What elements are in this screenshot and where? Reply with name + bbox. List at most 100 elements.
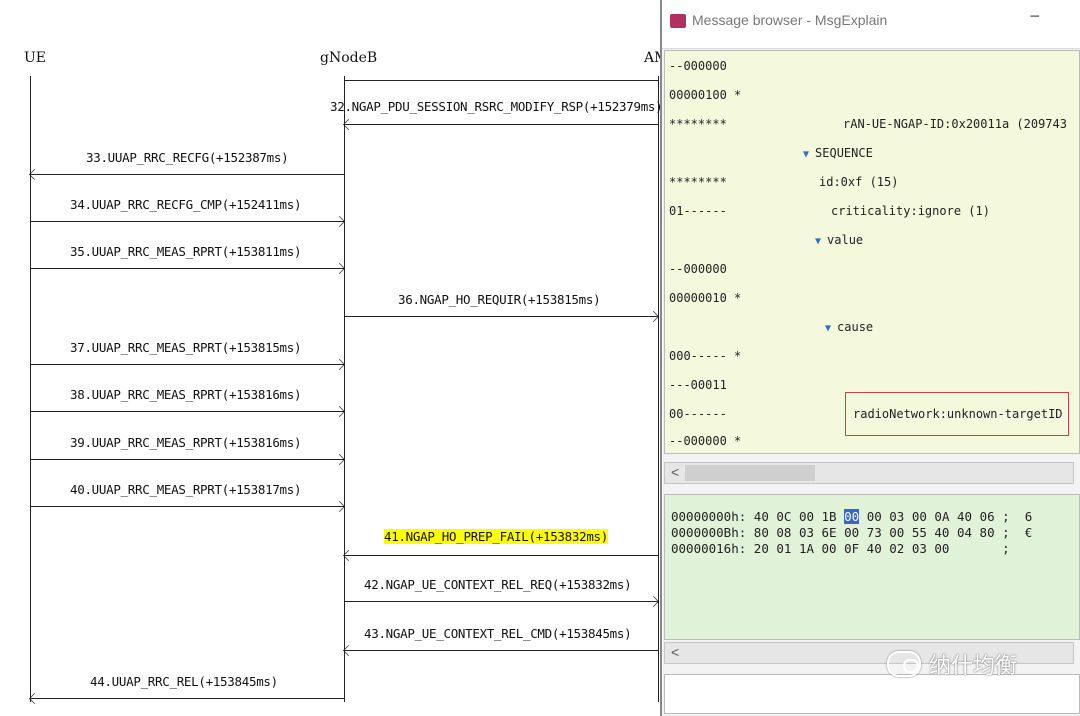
tree-row[interactable]: 000----- * [665, 349, 1079, 371]
message-label: 32.NGAP_PDU_SESSION_RSRC_MODIFY_RSP(+152… [330, 99, 663, 114]
message-label: 43.NGAP_UE_CONTEXT_REL_CMD(+153845ms) [364, 626, 632, 641]
tree-row[interactable]: ******** id:0xf (15) [665, 175, 1079, 197]
hex-bytes: 40 0C 00 1B [746, 509, 845, 524]
tree-row[interactable]: --000000 * [665, 434, 1079, 453]
message-label: 38.UUAP_RRC_MEAS_RPRT(+153816ms) [70, 387, 302, 402]
tree-row-bits: --000000 * [669, 434, 742, 448]
hex-row: 0000000Bh: 80 08 03 6E 00 73 00 55 40 04… [671, 525, 1032, 540]
message-arrow [30, 268, 344, 269]
message-arrow [30, 364, 344, 365]
tree-row[interactable]: --000000 [665, 262, 1079, 284]
lifeline-gnodeb [344, 76, 345, 702]
scroll-left-chevron-icon[interactable]: < [671, 464, 680, 480]
hex-horizontal-scrollbar[interactable]: < [664, 642, 1074, 664]
decode-tree-pane[interactable]: --000000 00000100 * ******** rAN-UE-NGAP-… [664, 50, 1080, 454]
hex-address: 0000000Bh: [671, 525, 747, 540]
message-label: 34.UUAP_RRC_RECFG_CMP(+152411ms) [70, 197, 302, 212]
message-label: 42.NGAP_UE_CONTEXT_REL_REQ(+153832ms) [364, 577, 632, 592]
hex-bytes: 00 03 00 0A 40 06 ; 6 [859, 509, 1033, 524]
expand-triangle-icon[interactable]: ▼ [825, 323, 832, 334]
message-arrow [30, 698, 344, 699]
scroll-left-chevron-icon[interactable]: < [671, 644, 680, 660]
expand-triangle-icon[interactable]: ▼ [803, 149, 810, 160]
tree-row-bits: --000000 [669, 262, 727, 276]
message-arrow [344, 650, 658, 651]
message-browser-window: Message browser - MsgExplain − --000000 … [660, 0, 1080, 716]
message-arrow [344, 124, 658, 125]
highlight-box [845, 392, 1069, 436]
tree-row[interactable]: 01------ criticality:ignore (1) [665, 204, 1079, 226]
tree-row-bits: 00000100 * [669, 88, 742, 102]
tree-row-bits: ******** [669, 117, 727, 131]
tree-row-field: criticality:ignore (1) [831, 204, 990, 218]
message-label: 36.NGAP_HO_REQUIR(+153815ms) [398, 292, 601, 307]
hex-bytes: 80 08 03 6E 00 73 00 55 40 04 80 ; € [746, 525, 1033, 540]
tree-horizontal-scrollbar[interactable]: < [664, 462, 1074, 484]
tree-row[interactable]: ---00011 [665, 378, 1079, 400]
scrollbar-thumb[interactable] [685, 465, 815, 481]
tree-row-bits: --000000 [669, 59, 727, 73]
tree-row-field: value [827, 233, 864, 247]
hex-row: 00000000h: 40 0C 00 1B 00 00 03 00 0A 40… [671, 509, 1032, 524]
message-arrow [30, 411, 344, 412]
wechat-logo-icon [887, 651, 921, 677]
message-label: 33.UUAP_RRC_RECFG(+152387ms) [86, 150, 289, 165]
tree-node[interactable]: ▼ SEQUENCE [803, 146, 873, 160]
message-arrow [344, 555, 658, 556]
tree-row-bits: ******** [669, 175, 727, 189]
message-arrow [344, 601, 658, 602]
node-label-ue: UE [24, 50, 47, 66]
message-arrow [30, 221, 344, 222]
hex-bytes: 20 01 1A 00 0F 40 02 03 00 ; [746, 541, 1010, 556]
tree-row-bits: ---00011 [669, 378, 727, 392]
tree-row[interactable]: 00------ radioNetwork:unknown-targetID [665, 407, 1079, 429]
window-title: Message browser - MsgExplain [692, 12, 888, 28]
tree-row[interactable]: 00000010 * [665, 291, 1079, 313]
tree-row-field: rAN-UE-NGAP-ID:0x20011a (209743 [843, 117, 1067, 131]
tree-row-bits: 000----- * [669, 349, 742, 363]
minimize-button[interactable]: − [1029, 6, 1040, 26]
highlight-text: 41.NGAP_HO_PREP_FAIL(+153832ms) [384, 529, 608, 544]
app-icon [670, 14, 686, 28]
watermark-text: 纳什均衡 [929, 654, 1018, 679]
tree-row-field: SEQUENCE [815, 146, 873, 160]
watermark: 纳什均衡 [887, 648, 1017, 680]
hex-selected-byte[interactable]: 00 [844, 509, 860, 524]
hex-row: 00000016h: 20 01 1A 00 0F 40 02 03 00 ; [671, 541, 1010, 556]
tree-row-bits: 00------ [669, 407, 727, 421]
hex-address: 00000000h: [671, 509, 747, 524]
tree-row[interactable]: ******** rAN-UE-NGAP-ID:0x20011a (209743 [665, 117, 1079, 139]
tree-row-field: id:0xf (15) [819, 175, 899, 189]
tree-row[interactable]: --000000 [665, 59, 1079, 81]
tree-row-field: cause [837, 320, 874, 334]
message-label: 44.UUAP_RRC_REL(+153845ms) [90, 674, 278, 689]
tree-node[interactable]: ▼ cause [825, 320, 873, 334]
status-pane [664, 674, 1080, 714]
message-label-highlighted: 41.NGAP_HO_PREP_FAIL(+153832ms) [384, 529, 608, 544]
tree-row-bits: 00000010 * [669, 291, 742, 305]
tree-row-field: radioNetwork:unknown-targetID [853, 407, 1063, 421]
tree-node[interactable]: ▼ value [815, 233, 863, 247]
message-label: 35.UUAP_RRC_MEAS_RPRT(+153811ms) [70, 244, 302, 259]
sequence-diagram: UE gNodeB AM 32.NGAP_PDU_SESSION_RSRC_MO… [0, 0, 660, 716]
message-arrow [30, 506, 344, 507]
tree-row[interactable]: ▼ SEQUENCE [665, 146, 1079, 168]
hex-address: 00000016h: [671, 541, 747, 556]
message-label: 39.UUAP_RRC_MEAS_RPRT(+153816ms) [70, 435, 302, 450]
message-arrow [30, 174, 344, 175]
node-label-gnodeb: gNodeB [320, 50, 378, 66]
lifeline-ue [30, 76, 31, 702]
message-label: 40.UUAP_RRC_MEAS_RPRT(+153817ms) [70, 482, 302, 497]
tree-row[interactable]: ▼ cause [665, 320, 1079, 342]
tree-row[interactable]: ▼ value [665, 233, 1079, 255]
message-arrow [344, 80, 658, 81]
message-arrow [344, 316, 658, 317]
tree-row-bits: 01------ [669, 204, 727, 218]
lifeline-amf [658, 76, 659, 702]
expand-triangle-icon[interactable]: ▼ [815, 236, 822, 247]
message-arrow [30, 459, 344, 460]
tree-row[interactable]: 00000100 * [665, 88, 1079, 110]
title-bar[interactable]: Message browser - MsgExplain − [662, 0, 1080, 49]
message-label: 37.UUAP_RRC_MEAS_RPRT(+153815ms) [70, 340, 302, 355]
hex-dump-pane[interactable]: 00000000h: 40 0C 00 1B 00 00 03 00 0A 40… [664, 494, 1080, 640]
